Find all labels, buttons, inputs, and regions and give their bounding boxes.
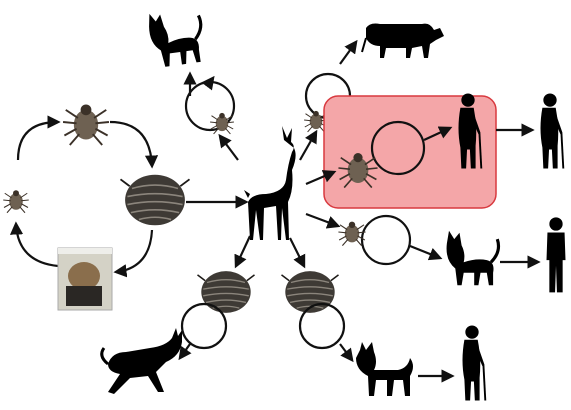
cat-person-branch xyxy=(306,214,566,292)
cycle-arrow xyxy=(16,224,58,266)
person-silhouette-icon xyxy=(547,217,566,292)
larva-tick-icon xyxy=(3,190,29,213)
cycle-arrow xyxy=(110,122,152,166)
dog-silhouette-icon xyxy=(356,342,413,396)
deer-silhouette-icon xyxy=(244,126,296,240)
elderly-person-silhouette-icon xyxy=(541,93,564,168)
engorged-tick-icon xyxy=(198,271,255,313)
running-dog-silhouette-icon xyxy=(102,328,182,394)
cat-silhouette-icon xyxy=(447,231,499,286)
cow-silhouette-icon xyxy=(362,24,444,59)
tick-specimen-photo-icon xyxy=(58,248,112,310)
elderly-person-silhouette-icon xyxy=(463,325,486,400)
cycle-arrow xyxy=(18,122,58,160)
cycle-arrow xyxy=(116,230,152,272)
running-dog-branch xyxy=(102,236,255,394)
tick-icon xyxy=(63,104,109,145)
engorged-tick-icon xyxy=(121,175,190,226)
cat-silhouette-icon xyxy=(147,7,206,68)
highlighted-transmission-branch xyxy=(306,93,563,208)
cat-branch xyxy=(147,7,238,160)
